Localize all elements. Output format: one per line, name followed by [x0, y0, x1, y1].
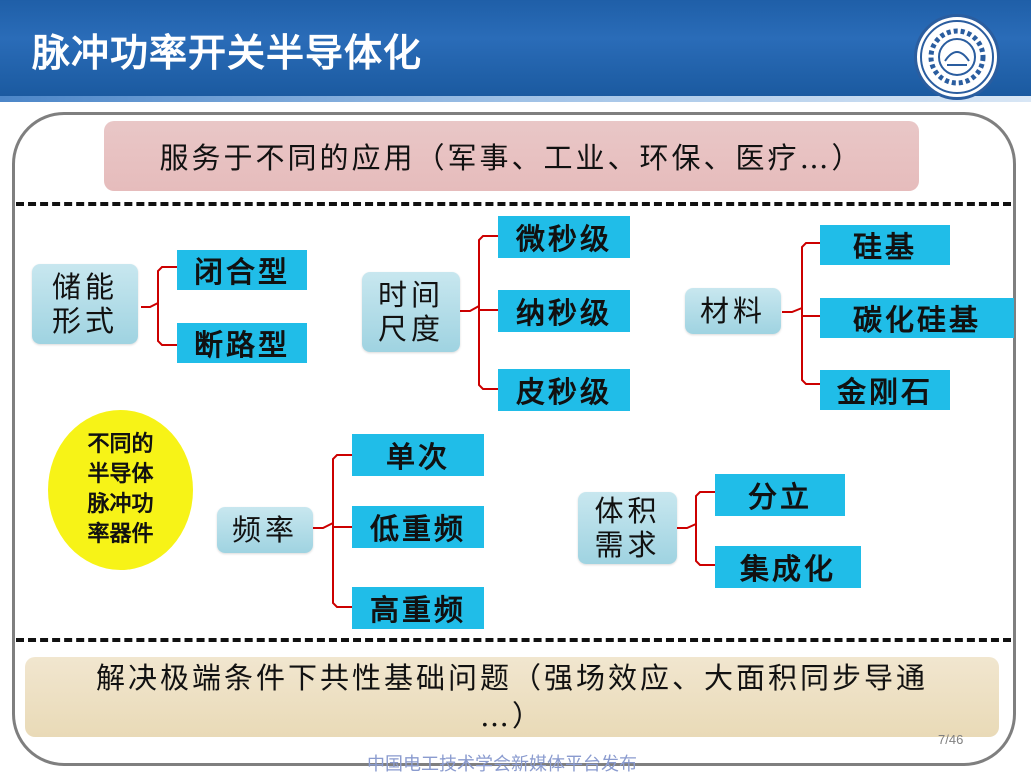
volume-demand-label-line1: 体积 — [594, 494, 661, 528]
volume-demand-label-line2: 需求 — [594, 528, 661, 562]
applications-banner: 服务于不同的应用（军事、工业、环保、医疗…） — [104, 121, 919, 191]
content-frame — [12, 112, 1016, 766]
title-bar-strip — [0, 96, 1031, 102]
volume-demand-label: 体积需求 — [578, 492, 677, 564]
time-bracket-tip — [460, 305, 480, 312]
volume-bracket — [695, 491, 715, 566]
center-line3: 脉冲功 — [87, 492, 154, 517]
material-item-silicon-carbide: 碳化硅基 — [820, 298, 1014, 338]
storage-item-closing: 闭合型 — [177, 250, 307, 290]
center-line4: 率器件 — [87, 522, 154, 547]
common-problems-banner: 解决极端条件下共性基础问题（强场效应、大面积同步导通 …） — [25, 657, 999, 737]
center-device-ellipse: 不同的 半导体 脉冲功 率器件 — [48, 410, 193, 570]
time-item-nanosecond: 纳秒级 — [498, 290, 630, 332]
center-line2: 半导体 — [87, 462, 154, 487]
frequency-bracket-tip — [313, 522, 334, 529]
material-item-diamond: 金刚石 — [820, 370, 950, 410]
frequency-item-low-rep: 低重频 — [352, 506, 484, 548]
storage-item-opening: 断路型 — [177, 323, 307, 363]
frequency-item-single: 单次 — [352, 434, 484, 476]
time-item-picosecond: 皮秒级 — [498, 369, 630, 411]
storage-bracket-tip — [141, 302, 159, 308]
storage-form-label: 储能形式 — [32, 264, 138, 344]
storage-form-label-line1: 储能 — [51, 270, 118, 304]
top-dashed-divider — [16, 202, 1011, 206]
common-problems-line2: …） — [479, 699, 544, 733]
volume-bracket-tip — [677, 523, 697, 529]
storage-bracket — [157, 266, 177, 346]
time-scale-label: 时间尺度 — [362, 272, 460, 352]
title-bar — [0, 0, 1031, 96]
volume-item-integrated: 集成化 — [715, 546, 861, 588]
page-number: 7/46 — [938, 732, 964, 747]
time-scale-label-line1: 时间 — [377, 278, 444, 312]
publisher-footer: 中国电工技术学会新媒体平台发布 — [367, 754, 637, 775]
time-bracket — [478, 235, 498, 390]
material-item-silicon: 硅基 — [820, 225, 950, 265]
volume-item-discrete: 分立 — [715, 474, 845, 516]
frequency-item-high-rep: 高重频 — [352, 587, 484, 629]
frequency-label: 频率 — [217, 507, 313, 553]
bottom-dashed-divider — [16, 638, 1011, 642]
center-line1: 不同的 — [87, 432, 154, 457]
page-title: 脉冲功率开关半导体化 — [32, 31, 423, 75]
material-label: 材料 — [685, 288, 781, 334]
frequency-bracket — [332, 454, 352, 608]
university-emblem-icon — [914, 14, 1000, 100]
applications-banner-text: 服务于不同的应用（军事、工业、环保、医疗…） — [159, 141, 864, 175]
material-bracket — [801, 242, 820, 385]
storage-form-label-line2: 形式 — [51, 304, 118, 338]
time-item-microsecond: 微秒级 — [498, 216, 630, 258]
common-problems-line1: 解决极端条件下共性基础问题（强场效应、大面积同步导通 — [95, 661, 928, 695]
material-bracket-tip — [782, 307, 803, 313]
time-scale-label-line2: 尺度 — [377, 312, 444, 346]
